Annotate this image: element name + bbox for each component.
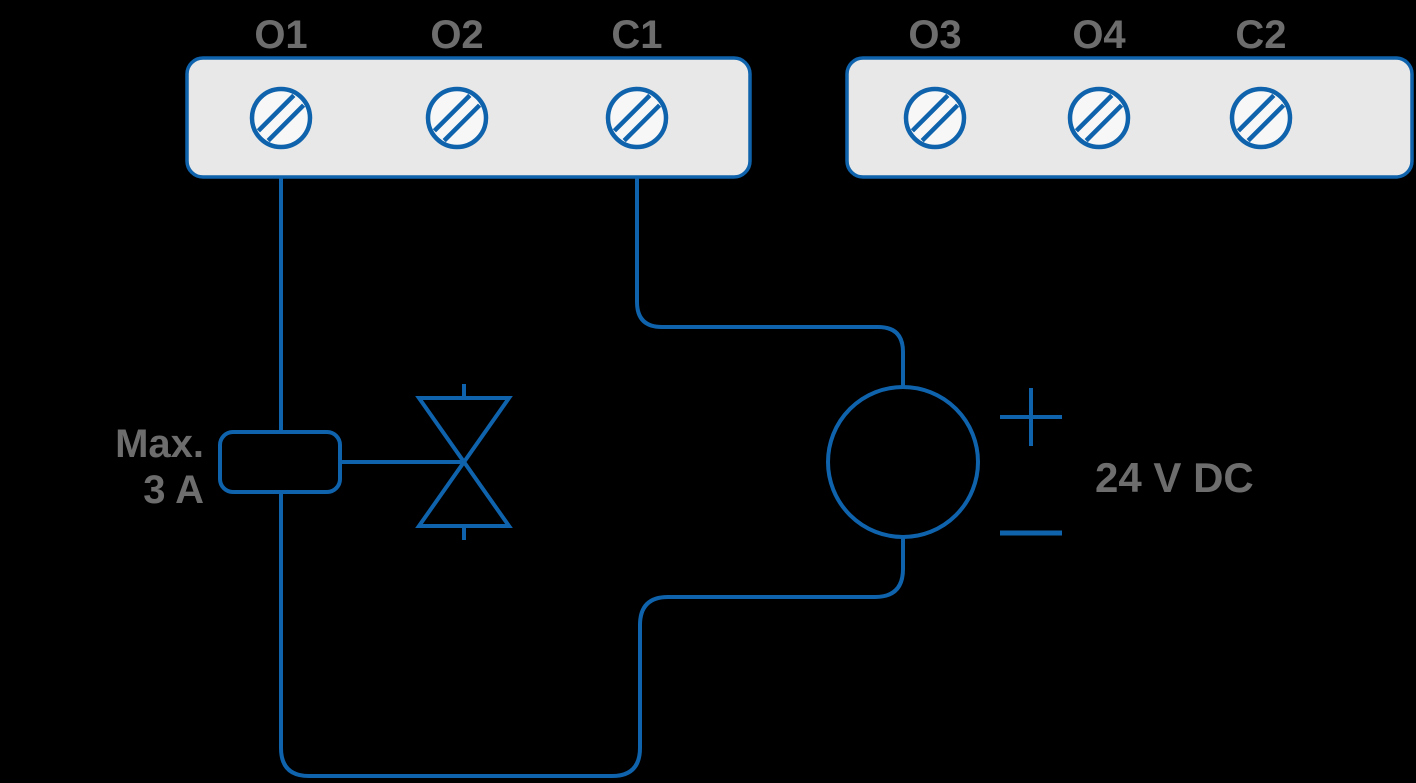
relay-rating-line1: Max. bbox=[115, 422, 204, 466]
screw-terminal-icon bbox=[1232, 89, 1290, 147]
dc-power-source-icon bbox=[826, 385, 980, 539]
valve-icon bbox=[340, 384, 513, 540]
screw-terminal-icon bbox=[1070, 89, 1128, 147]
terminal-label-o3: O3 bbox=[908, 13, 961, 57]
valve-top-triangle bbox=[415, 396, 513, 466]
plus-icon bbox=[1000, 388, 1062, 446]
relay-contact-box bbox=[218, 430, 342, 494]
terminal-block-left: O1 O2 C1 bbox=[185, 13, 752, 179]
relay-contact: Max. 3 A bbox=[115, 422, 342, 512]
terminal-block-right: O3 O4 C2 bbox=[845, 13, 1414, 179]
power-supply-label: 24 V DC bbox=[1095, 454, 1254, 501]
terminal-label-c2: C2 bbox=[1235, 13, 1286, 57]
terminal-label-c1: C1 bbox=[611, 13, 662, 57]
terminal-label-o1: O1 bbox=[254, 13, 307, 57]
wire-relay-to-source-return bbox=[279, 492, 905, 778]
wires bbox=[279, 176, 905, 778]
screw-terminal-icon bbox=[252, 89, 310, 147]
terminal-label-o4: O4 bbox=[1072, 13, 1126, 57]
wire-c1-to-source bbox=[635, 176, 905, 388]
terminal-label-o2: O2 bbox=[430, 13, 483, 57]
screw-terminal-icon bbox=[906, 89, 964, 147]
relay-rating-line2: 3 A bbox=[143, 468, 204, 512]
power-source: 24 V DC bbox=[826, 385, 1254, 539]
valve-bottom-triangle bbox=[415, 458, 513, 528]
screw-terminal-icon bbox=[428, 89, 486, 147]
screw-terminal-icon bbox=[608, 89, 666, 147]
